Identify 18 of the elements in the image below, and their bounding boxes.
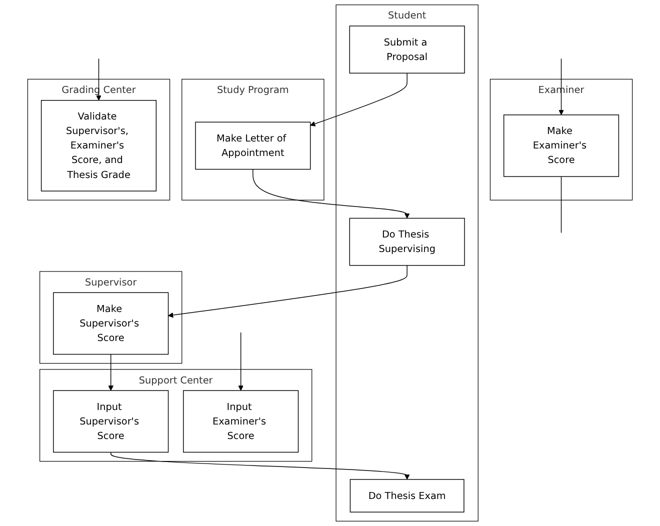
node-box: Submit a Proposal	[349, 26, 465, 74]
node-box: Input Supervisor's Score	[53, 390, 169, 453]
arrow	[96, 58, 102, 101]
node-box: Input Examiner's Score	[183, 390, 299, 453]
arrow	[110, 452, 410, 480]
node-box: Do Thesis Exam	[350, 479, 464, 512]
arrow	[252, 168, 410, 218]
node-box: Make Letter of Appointment	[195, 122, 311, 170]
arrow	[168, 265, 408, 318]
node-box: Do Thesis Supervising	[349, 218, 465, 266]
arrow	[558, 58, 564, 116]
node-box: Validate Supervisor's, Examiner's Score, and Thesis Grade	[40, 100, 157, 192]
connector	[560, 176, 562, 234]
arrow	[310, 72, 408, 126]
node-box: Make Supervisor's Score	[53, 292, 169, 355]
arrow	[108, 354, 114, 391]
arrow	[238, 332, 244, 391]
node-box: Make Examiner's Score	[503, 114, 620, 177]
